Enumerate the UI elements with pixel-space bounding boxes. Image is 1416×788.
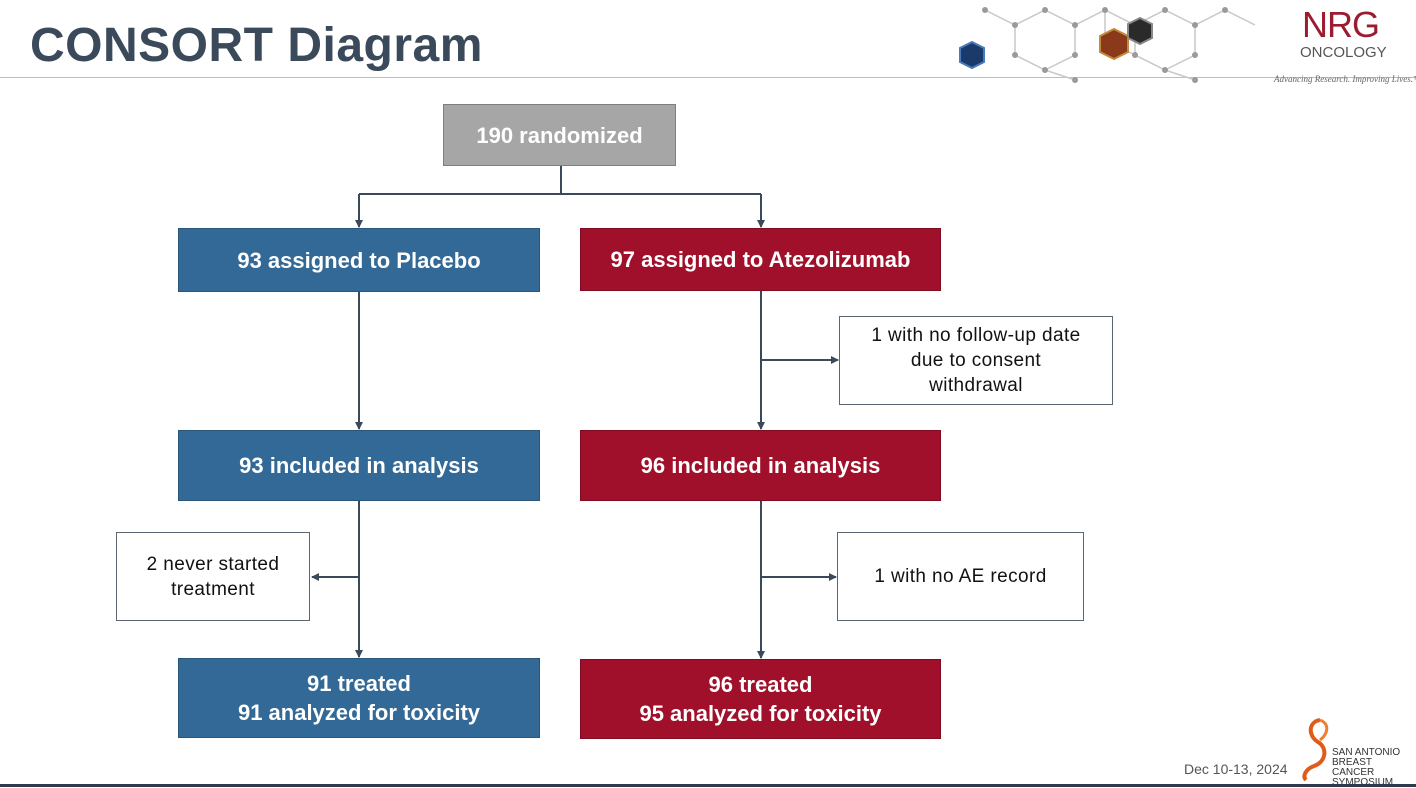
atezolizumab-followup-exclusion-box: 1 with no follow-up date due to consent …	[839, 316, 1113, 405]
randomized-box: 190 randomized	[443, 104, 676, 166]
page-title: CONSORT Diagram	[30, 19, 483, 72]
logo-name: NRG	[1302, 4, 1380, 45]
randomized-label: 190 randomized	[476, 122, 643, 148]
title-divider	[0, 77, 1416, 78]
atezolizumab-assigned-label: 97 assigned to Atezolizumab	[610, 247, 911, 272]
placebo-not-started-label: 2 never started treatment	[146, 553, 280, 600]
placebo-treated-label: 91 treated 91 analyzed for toxicity	[237, 671, 481, 725]
atezolizumab-analysis-label: 96 included in analysis	[640, 453, 881, 478]
atezolizumab-followup-exclusion-label: 1 with no follow-up date due to consent …	[871, 325, 1081, 396]
atezolizumab-no-ae-label: 1 with no AE record	[874, 566, 1047, 587]
sabcs-label-text: SAN ANTONIO BREAST CANCER SYMPOSIUM	[1332, 747, 1401, 788]
sabcs-label: SAN ANTONIO BREAST CANCER SYMPOSIUM	[1332, 748, 1414, 788]
conference-date: Dec 10-13, 2024	[1184, 761, 1288, 777]
sabcs-logo: SAN ANTONIO BREAST CANCER SYMPOSIUM	[1298, 716, 1414, 788]
placebo-not-started-box: 2 never started treatment	[116, 532, 310, 621]
ribbon-icon	[1302, 718, 1329, 782]
atezolizumab-analysis-box: 96 included in analysis	[580, 430, 941, 501]
placebo-assigned-label: 93 assigned to Placebo	[237, 247, 481, 273]
placebo-treated-box: 91 treated 91 analyzed for toxicity	[178, 658, 540, 738]
bottom-divider	[0, 784, 1416, 787]
placebo-analysis-box: 93 included in analysis	[178, 430, 540, 501]
atezolizumab-treated-box: 96 treated 95 analyzed for toxicity	[580, 659, 941, 739]
logo-tagline: Advancing Research. Improving Lives.™	[1274, 74, 1416, 84]
atezolizumab-assigned-box: 97 assigned to Atezolizumab	[580, 228, 941, 291]
molecule-decoration-icon	[959, 7, 1256, 83]
logo-sub: ONCOLOGY	[1300, 44, 1387, 61]
nrg-oncology-logo: NRG ONCOLOGY Advancing Research. Improvi…	[1274, 4, 1416, 86]
placebo-analysis-label: 93 included in analysis	[239, 453, 479, 478]
atezolizumab-treated-label: 96 treated 95 analyzed for toxicity	[639, 672, 882, 726]
atezolizumab-no-ae-box: 1 with no AE record	[837, 532, 1084, 621]
placebo-assigned-box: 93 assigned to Placebo	[178, 228, 540, 292]
